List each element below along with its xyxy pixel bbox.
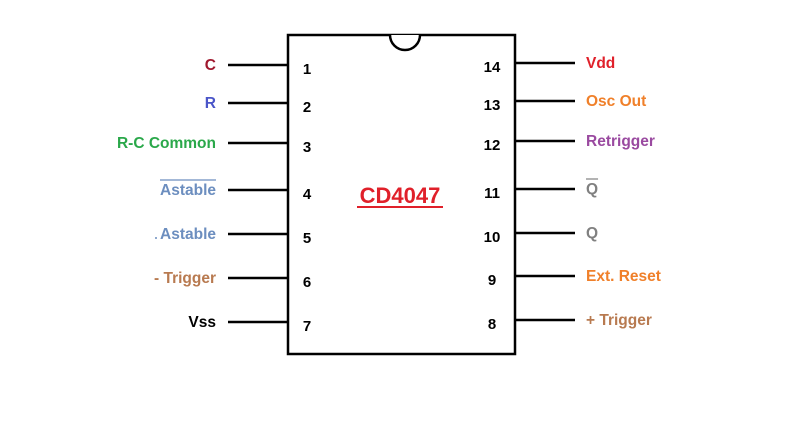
pin-13-label: Osc Out (586, 93, 646, 110)
pin-1-number: 1 (303, 61, 311, 78)
pin-7-number: 7 (303, 318, 311, 335)
pin-8-number: 8 (488, 316, 496, 333)
chip-title: CD4047 (360, 183, 441, 208)
pin-6-label: - Trigger (154, 270, 216, 287)
pin-5-label: Astable (160, 226, 216, 243)
pin-12-number: 12 (484, 137, 501, 154)
pin-6-number: 6 (303, 274, 311, 291)
pin-10-label: Q (586, 225, 598, 242)
pin-11-label: Q (586, 181, 598, 198)
pin-10-number: 10 (484, 229, 501, 246)
pin-5-number: 5 (303, 230, 311, 247)
pin-3-number: 3 (303, 139, 311, 156)
pin-9-label: Ext. Reset (586, 268, 661, 285)
pin-14-number: 14 (484, 59, 501, 76)
pin-11-number: 11 (484, 185, 500, 202)
pin-4-label: Astable (160, 182, 216, 199)
pin-14-label: Vdd (586, 55, 615, 72)
chip-notch (388, 34, 422, 52)
chip-body (286, 33, 517, 356)
pin-2-label: R (205, 95, 216, 112)
pin-1-label: C (205, 57, 216, 74)
pin-9-number: 9 (488, 272, 496, 289)
pin-13-number: 13 (484, 97, 501, 114)
pin-3-label: R-C Common (117, 135, 216, 152)
pin-4-number: 4 (303, 186, 312, 203)
pin-2-number: 2 (303, 99, 311, 116)
pin-12-label: Retrigger (586, 133, 655, 150)
pin-5-dot-marker (155, 237, 157, 239)
pin-8-label: + Trigger (586, 312, 652, 329)
pin-7-label: Vss (188, 314, 216, 331)
